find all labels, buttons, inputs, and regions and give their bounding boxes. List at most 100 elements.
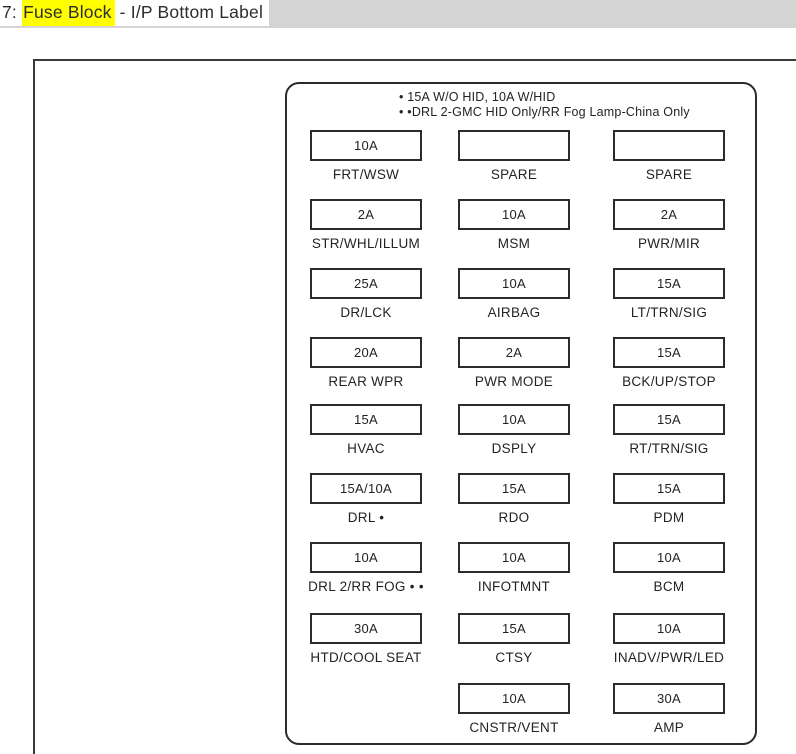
fuse-label: DRL • [347, 510, 385, 525]
fuse-cell-rear-wpr: 20A REAR WPR [296, 337, 436, 389]
fuse-cell-rdo: 15A RDO [444, 473, 584, 525]
fuse-cell-cnstr-vent: 10A CNSTR/VENT [444, 683, 584, 735]
fuse-amp: 30A [353, 621, 379, 636]
fuse-label: HTD/COOL SEAT [310, 650, 422, 665]
fuse-amp-box: 10A [458, 683, 570, 714]
fuse-amp: 10A [353, 550, 379, 565]
fuse-cell-ctsy: 15A CTSY [444, 613, 584, 665]
fuse-amp: 20A [353, 345, 379, 360]
fuse-label: BCM [653, 579, 685, 594]
fuse-cell-pdm: 15A PDM [599, 473, 739, 525]
fuse-label: BCK/UP/STOP [622, 374, 716, 389]
fuse-amp-box: 10A [458, 268, 570, 299]
fuse-label: CNSTR/VENT [469, 720, 559, 735]
fuse-cell-amp: 30A AMP [599, 683, 739, 735]
fuse-cell-hvac: 15A HVAC [296, 404, 436, 456]
fuse-label: REAR WPR [328, 374, 404, 389]
fuse-cell-rt-trn-sig: 15A RT/TRN/SIG [599, 404, 739, 456]
highlighted-term: Fuse Block [22, 0, 115, 26]
fuse-amp-box: 10A [458, 404, 570, 435]
legend-note-hid: • 15A W/O HID, 10A W/HID [399, 90, 556, 104]
fuse-cell-msm: 10A MSM [444, 199, 584, 251]
fuse-amp: 25A [353, 276, 379, 291]
fuse-amp-box: 10A [613, 542, 725, 573]
fuse-amp: 15A [656, 345, 682, 360]
fuse-amp-box: 15A [310, 404, 422, 435]
fuse-label: PWR MODE [474, 374, 554, 389]
fuse-amp: 2A [660, 207, 678, 222]
fuse-amp-box: 15A [458, 613, 570, 644]
fuse-label: PDM [653, 510, 685, 525]
fuse-amp-box [613, 130, 725, 161]
fuse-label: SPARE [645, 167, 693, 182]
fuse-amp: 10A [501, 412, 527, 427]
fuse-amp-box: 25A [310, 268, 422, 299]
fuse-amp: 30A [656, 691, 682, 706]
fuse-amp: 15A [656, 481, 682, 496]
figure-number: 7: [2, 2, 23, 22]
fuse-label: HVAC [347, 441, 385, 456]
fuse-label: RDO [498, 510, 530, 525]
fuse-label: SPARE [490, 167, 538, 182]
fuse-label: DRL 2/RR FOG • • [308, 579, 424, 594]
fuse-label: MSM [497, 236, 531, 251]
fuse-amp-box: 30A [310, 613, 422, 644]
fuse-cell-str-whl-illum: 2A STR/WHL/ILLUM [296, 199, 436, 251]
fuse-cell-pwr-mir: 2A PWR/MIR [599, 199, 739, 251]
fuse-label: DSPLY [491, 441, 537, 456]
fuse-cell-dsply: 10A DSPLY [444, 404, 584, 456]
fuse-cell-dr-lck: 25A DR/LCK [296, 268, 436, 320]
fuse-amp-box: 2A [458, 337, 570, 368]
figure-title: 7: Fuse Block - I/P Bottom Label [0, 0, 270, 26]
fuse-amp-box [458, 130, 570, 161]
fuse-label: INFOTMNT [477, 579, 551, 594]
fuse-cell-frt-wsw: 10A FRT/WSW [296, 130, 436, 182]
fuse-amp-box: 15A [613, 404, 725, 435]
fuse-label: FRT/WSW [332, 167, 400, 182]
fuse-label: RT/TRN/SIG [629, 441, 709, 456]
fuse-label: AMP [653, 720, 685, 735]
fuse-cell-htd-cool-seat: 30A HTD/COOL SEAT [296, 613, 436, 665]
figure-title-bar: 7: Fuse Block - I/P Bottom Label [0, 0, 796, 28]
fuse-label: LT/TRN/SIG [630, 305, 708, 320]
fuse-cell-pwr-mode: 2A PWR MODE [444, 337, 584, 389]
fuse-amp: 15A [501, 621, 527, 636]
fuse-cell-bck-up-stop: 15A BCK/UP/STOP [599, 337, 739, 389]
fuse-label: CTSY [495, 650, 533, 665]
fuse-cell-spare-1: SPARE [444, 130, 584, 182]
fuse-cell-inadv-pwr-led: 10A INADV/PWR/LED [599, 613, 739, 665]
fuse-amp: 2A [505, 345, 523, 360]
fuse-amp: 10A [656, 550, 682, 565]
fuse-amp: 10A [353, 138, 379, 153]
fuse-amp: 10A [656, 621, 682, 636]
fuse-amp-box: 15A [458, 473, 570, 504]
legend-notes: • 15A W/O HID, 10A W/HID • •DRL 2-GMC HI… [399, 90, 690, 120]
fuse-label: DR/LCK [340, 305, 392, 320]
fuse-cell-drl2-rr-fog: 10A DRL 2/RR FOG • • [296, 542, 436, 594]
fuse-amp-box: 15A [613, 473, 725, 504]
fuse-amp-box: 15A [613, 268, 725, 299]
fuse-amp-box: 10A [458, 542, 570, 573]
fuse-amp: 10A [501, 207, 527, 222]
fuse-amp-box: 10A [310, 130, 422, 161]
fuse-amp-box: 30A [613, 683, 725, 714]
fuse-cell-spare-2: SPARE [599, 130, 739, 182]
fuse-label: INADV/PWR/LED [613, 650, 725, 665]
fuse-amp-box: 20A [310, 337, 422, 368]
legend-note-drl2: • •DRL 2-GMC HID Only/RR Fog Lamp-China … [399, 105, 690, 119]
fuse-amp: 2A [357, 207, 375, 222]
fuse-amp: 15A [656, 276, 682, 291]
fuse-amp: 15A [656, 412, 682, 427]
fuse-amp: 15A/10A [340, 481, 392, 496]
fuse-label: STR/WHL/ILLUM [311, 236, 421, 251]
fuse-amp-box: 10A [613, 613, 725, 644]
fuse-label: PWR/MIR [637, 236, 701, 251]
fuse-amp: 10A [501, 550, 527, 565]
fuse-label: AIRBAG [487, 305, 541, 320]
fuse-cell-infotmnt: 10A INFOTMNT [444, 542, 584, 594]
fuse-amp-box: 15A [613, 337, 725, 368]
fuse-amp-box: 10A [310, 542, 422, 573]
fuse-amp-box: 10A [458, 199, 570, 230]
fuse-cell-airbag: 10A AIRBAG [444, 268, 584, 320]
